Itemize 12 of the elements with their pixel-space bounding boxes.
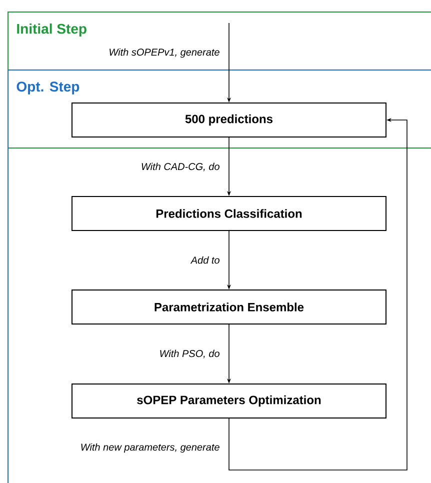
process-box: 500 predictions: [72, 102, 386, 138]
edge-label: With CAD-CG, do: [142, 162, 220, 172]
band-heading: Opt. Step: [16, 82, 80, 94]
edge-label: With new parameters, generate: [81, 443, 220, 453]
process-box: Predictions Classification: [72, 196, 386, 231]
edge-label: Add to: [190, 256, 220, 264]
edge-label: With PSO, do: [160, 350, 220, 358]
edge-label: With sOPEPv1, generate: [110, 48, 220, 58]
band-heading: Initial Step: [17, 23, 86, 37]
process-box: Parametrization Ensemble: [72, 290, 386, 324]
step-band: [8, 12, 431, 70]
process-box: sOPEP Parameters Optimization: [72, 384, 386, 418]
